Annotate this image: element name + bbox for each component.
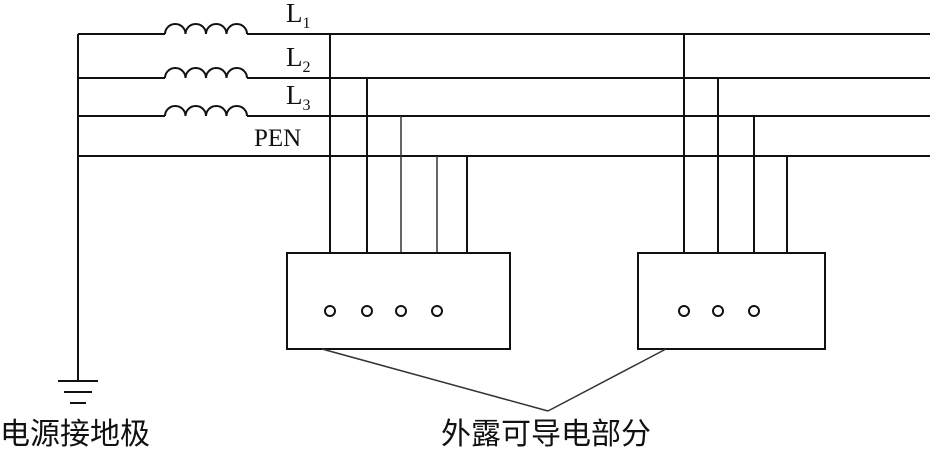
load-2-terminal-icon (748, 305, 760, 317)
label-pen: PEN (254, 125, 301, 152)
label-exposed-parts: 外露可导电部分 (441, 417, 651, 450)
load-2-enclosure (637, 252, 826, 350)
label-l2: L2 (286, 42, 311, 76)
ground-symbol-icon (58, 380, 98, 404)
load-1-terminal-icon (431, 305, 443, 317)
load-1-terminal-icon (395, 305, 407, 317)
label-source-ground: 电源接地极 (0, 417, 150, 450)
line-labels: L1 L2 L3 PEN (254, 0, 311, 152)
transformer-coils (164, 22, 248, 118)
label-l3: L3 (286, 80, 311, 114)
load-1 (286, 34, 511, 350)
coil-l3-icon (164, 104, 248, 118)
coil-l2-icon (164, 66, 248, 80)
label-l1: L1 (286, 0, 311, 32)
load-1-terminal-icon (361, 305, 373, 317)
load-2-terminal-icon (678, 305, 690, 317)
coil-l1-icon (164, 22, 248, 36)
load-2 (637, 34, 826, 350)
load-2-terminal-icon (712, 305, 724, 317)
load-1-terminal-icon (324, 305, 336, 317)
load-1-enclosure (286, 252, 511, 350)
exposed-parts-pointer (321, 348, 667, 412)
source-ground (58, 34, 98, 404)
bus-lines (78, 33, 930, 157)
